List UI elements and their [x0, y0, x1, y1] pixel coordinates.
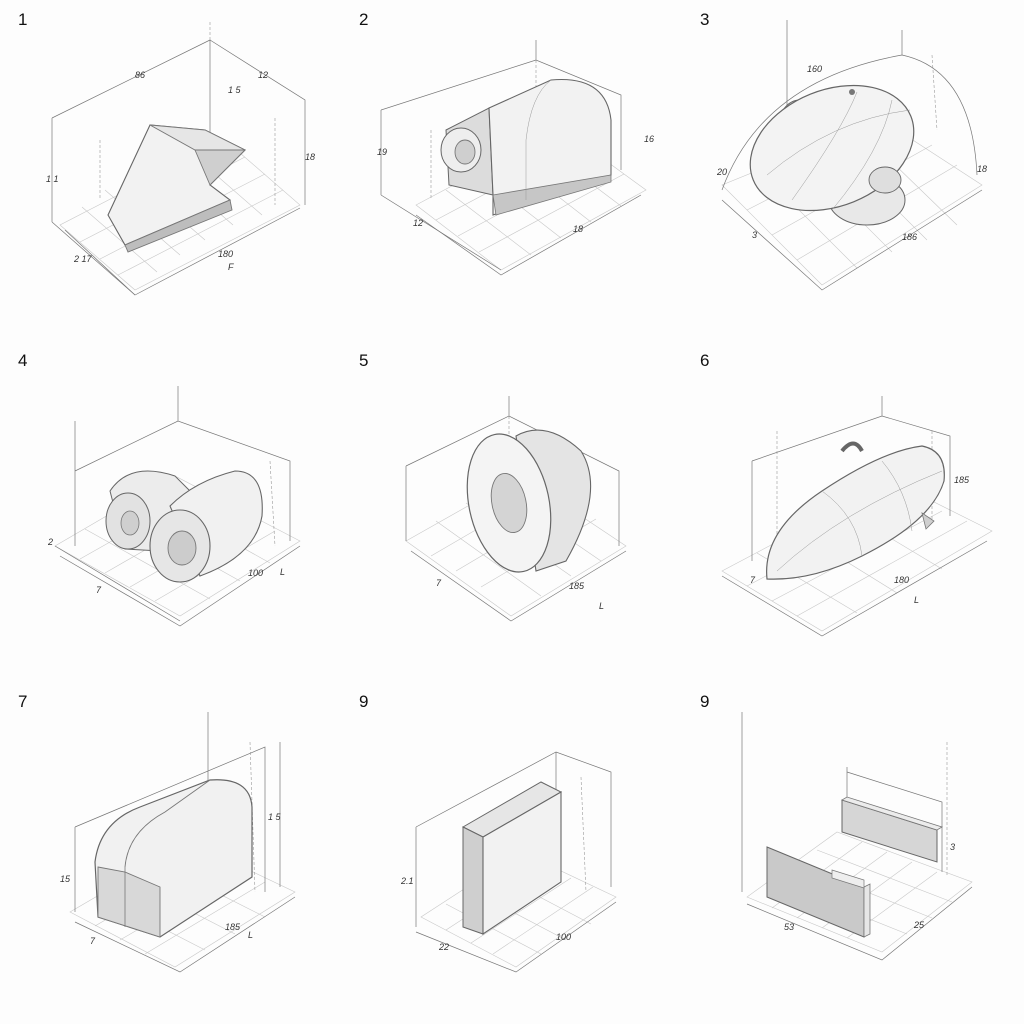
panel-3-drawing: 160 20 18 3 186	[716, 20, 987, 291]
panel-2-dim-front: 18	[573, 224, 583, 234]
panel-3-shape	[749, 84, 915, 226]
panel-1-dim-top-right: 12	[258, 70, 268, 80]
panel-1-drawing: 86 12 1 5 1 1 18 2 17 180 F	[46, 20, 315, 296]
panel-9-dim-right-h: 3	[950, 842, 955, 852]
panel-1-number: 1	[18, 10, 28, 29]
panel-7-shape	[94, 779, 253, 938]
panel-4-dim-front: 100	[248, 568, 263, 578]
panel-1-dim-left-h: 1 1	[46, 174, 59, 184]
panel-3-dim-top: 160	[807, 64, 822, 74]
panel-2-drawing: 19 16 12 18	[377, 40, 654, 276]
panel-6-dim-front: 180	[894, 575, 909, 585]
panel-2: 19 16 12 18 2	[341, 0, 682, 341]
panel-5-dim-foot: L	[599, 601, 604, 611]
panel-4-dim-front-left: 7	[96, 585, 102, 595]
panel-4-guides	[54, 386, 301, 627]
panel-2-dim-front-left: 12	[413, 218, 423, 228]
panel-6-shape	[766, 441, 945, 580]
panel-3-dim-right: 18	[977, 164, 987, 174]
panel-1-dim-foot: F	[228, 262, 234, 272]
panel-5: 7 185 L 5	[341, 341, 682, 682]
panel-8-dim-front: 100	[556, 932, 571, 942]
panel-6-dim-right-h: 185	[954, 475, 970, 485]
panel-7-dim-front: 185	[225, 922, 241, 932]
panel-7-dim-foot: L	[248, 930, 253, 940]
panel-5-number: 5	[359, 351, 369, 370]
panel-2-dim-left-h: 19	[377, 147, 387, 157]
panel-1-dim-right-h: 18	[305, 152, 315, 162]
panel-1-shape	[107, 124, 247, 253]
panel-8-number: 9	[359, 692, 369, 711]
panel-8-dim-left-h: 2.1	[400, 876, 414, 886]
panel-6-dim-front-left: 7	[750, 575, 756, 585]
panel-7-dim-right-h: 1 5	[268, 812, 282, 822]
panel-6-number: 6	[700, 351, 710, 370]
panel-7-dim-left-h: 15	[60, 874, 71, 884]
panel-8-dim-front-left: 22	[438, 942, 449, 952]
panel-4-drawing: 2 7 100 L	[47, 386, 301, 627]
panel-5-drawing: 7 185 L	[405, 396, 627, 622]
panel-2-number: 2	[359, 10, 369, 29]
panel-3-guides	[721, 20, 983, 291]
panel-5-dim-front-left: 7	[436, 578, 442, 588]
panel-9-drawing: 53 25 3	[741, 712, 973, 961]
panel-3-dim-front-left: 3	[752, 230, 757, 240]
panel-3-dim-front: 186	[902, 232, 917, 242]
panel-2-shape	[440, 78, 612, 216]
panel-6-drawing: 185 7 180 L	[721, 396, 993, 637]
panel-4-dim-left-h: 2	[47, 537, 53, 547]
panel-4-number: 4	[18, 351, 28, 370]
panel-7-number: 7	[18, 692, 28, 711]
panel-9-number: 9	[700, 692, 710, 711]
panel-9: 53 25 3 9	[682, 682, 1023, 1023]
panel-5-dim-front: 185	[569, 581, 585, 591]
panel-1-guides	[51, 20, 306, 296]
panel-1-dim-front-left: 2 17	[73, 254, 93, 264]
panel-7-dim-front-left: 7	[90, 936, 96, 946]
panel-3: 160 20 18 3 186 3	[682, 0, 1023, 341]
panel-4-shape	[105, 470, 263, 583]
panel-9-shape	[766, 796, 943, 938]
panel-3-dim-left: 20	[716, 167, 727, 177]
panel-4-dim-foot: L	[280, 567, 285, 577]
panel-9-dim-front: 25	[913, 920, 925, 930]
panel-8-drawing: 2.1 22 100	[400, 751, 617, 973]
panel-8: 2.1 22 100 9	[341, 682, 682, 1023]
panel-1-dim-front: 180	[218, 249, 233, 259]
panel-5-shape	[466, 429, 592, 573]
panel-9-guides	[741, 712, 973, 961]
panel-2-dim-right-h: 16	[644, 134, 654, 144]
panel-7: 15 1 5 7 185 L 7	[0, 682, 341, 1023]
panel-4: 2 7 100 L 4	[0, 341, 341, 682]
panel-8-shape	[461, 781, 563, 936]
panel-1-dim-top: 86	[135, 70, 145, 80]
panel-1: 86 12 1 5 1 1 18 2 17 180 F 1	[0, 0, 341, 341]
panel-9-dim-front-left: 53	[784, 922, 794, 932]
panel-6: 185 7 180 L 6	[682, 341, 1023, 682]
panel-6-guides	[721, 396, 988, 637]
panel-3-number: 3	[700, 10, 710, 29]
panel-7-drawing: 15 1 5 7 185 L	[60, 712, 296, 973]
panel-1-dim-small: 1 5	[228, 85, 242, 95]
panel-6-dim-foot: L	[914, 595, 919, 605]
